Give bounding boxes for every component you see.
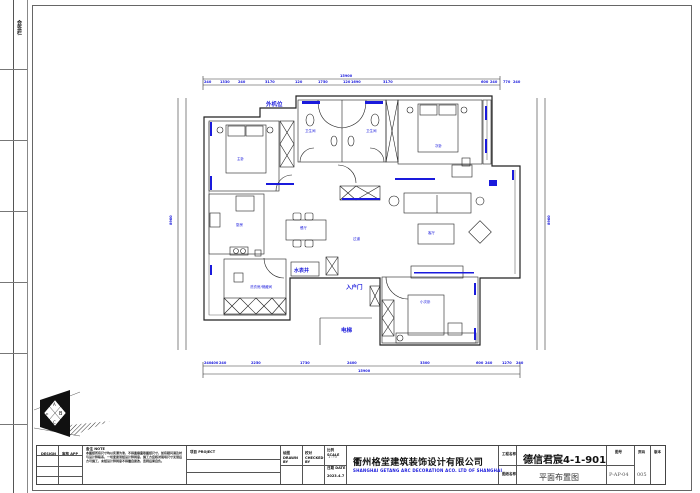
dim-overall-top: 15900 — [340, 74, 353, 78]
dining-table — [285, 212, 327, 248]
notes-text: 本图纸所有尺寸均以实测为准，不得直接量取图纸尺寸，如有疑问请及时与设计师联系，一… — [86, 451, 183, 463]
version-cell: 版本 — [654, 450, 661, 454]
top-dimension-lines — [202, 76, 501, 90]
laundry-room — [223, 257, 287, 316]
strip-rule — [0, 353, 27, 354]
svg-text:120: 120 — [343, 80, 351, 84]
label-living: 客厅 — [428, 230, 436, 235]
strip-rule — [0, 424, 27, 425]
master-bedroom — [208, 120, 295, 192]
svg-text:8900: 8900 — [169, 215, 173, 225]
svg-text:3170: 3170 — [383, 80, 393, 84]
label-small-bedroom: 小次卧 — [420, 299, 431, 304]
drawing-number: P-AP-04 — [609, 472, 629, 478]
living-room — [388, 192, 492, 279]
svg-text:1270: 1270 — [502, 361, 512, 365]
design-column: DESIGN — [37, 446, 59, 484]
svg-text:770: 770 — [503, 80, 511, 84]
label-hall: 过道 — [353, 236, 361, 241]
label-ac-position: 外机位 — [266, 100, 283, 108]
drawing-name: 平面布置图 — [539, 473, 579, 482]
scale-value: 1:70 — [328, 454, 337, 459]
svg-text:240: 240 — [516, 361, 524, 365]
small-bedroom — [369, 276, 479, 344]
strip-rule — [0, 211, 27, 212]
title-block: DESIGN 审核 APP 备注 NOTE 本图纸所有尺寸均以实测为准，不得直接… — [36, 445, 666, 485]
svg-text:120: 120 — [295, 80, 303, 84]
project-cell: 项目 PROJECT — [187, 446, 281, 484]
label-laundry: 洗衣房/储藏间 — [250, 284, 273, 289]
label-water-shaft: 水表井 — [293, 267, 309, 274]
exterior-walls — [203, 95, 521, 346]
label-second-bedroom: 次卧 — [435, 143, 443, 148]
svg-text:1690: 1690 — [351, 80, 361, 84]
label-kitchen: 厨房 — [236, 222, 243, 227]
svg-text:600: 600 — [481, 80, 489, 84]
svg-text:240: 240 — [490, 80, 498, 84]
strip-rule — [0, 140, 27, 141]
page-no-cell: 页码 005 — [635, 446, 651, 484]
company-name-en: SHANGHAI GETANG ARC DECORATION ACO. LTD … — [353, 468, 503, 473]
svg-text:240: 240 — [219, 361, 227, 365]
svg-text:2250: 2250 — [251, 361, 261, 365]
svg-text:400: 400 — [211, 361, 219, 365]
countersign-label: 会签栏 — [16, 20, 22, 35]
bathrooms — [297, 99, 399, 163]
svg-text:1330: 1330 — [220, 80, 230, 84]
svg-text:600: 600 — [476, 361, 484, 365]
company-cell: 衢州格堂建筑装饰设计有限公司 SHANGHAI GETANG ARC DECOR… — [347, 446, 503, 484]
second-bedroom — [397, 99, 492, 178]
label-entrance: 入户门 — [345, 283, 363, 291]
svg-text:1750: 1750 — [318, 80, 328, 84]
svg-text:A: A — [53, 402, 56, 407]
svg-text:2400: 2400 — [347, 361, 357, 365]
svg-text:3170: 3170 — [265, 80, 275, 84]
svg-text:240: 240 — [204, 80, 212, 84]
svg-text:1730: 1730 — [300, 361, 310, 365]
svg-text:8900: 8900 — [547, 215, 551, 225]
svg-text:D: D — [46, 412, 49, 416]
label-master-bedroom: 主卧 — [237, 156, 244, 161]
label-bathroom-1: 卫生间 — [305, 128, 316, 133]
label-elevator: 电梯 — [341, 326, 353, 334]
notes-cell: 备注 NOTE 本图纸所有尺寸均以实测为准，不得直接量取图纸尺寸，如有疑问请及时… — [83, 446, 187, 484]
countersign-strip — [0, 0, 28, 493]
drawing-frame — [32, 5, 692, 491]
svg-text:B: B — [59, 411, 63, 417]
label-bathroom-2: 卫生间 — [366, 128, 377, 133]
svg-text:3300: 3300 — [420, 361, 430, 365]
strip-rule — [0, 69, 27, 70]
project-name: 德信君宸4-1-901 — [523, 455, 607, 466]
label-dining: 餐厅 — [300, 225, 308, 230]
svg-text:240: 240 — [513, 80, 521, 84]
compass-logo: A B C D — [33, 390, 110, 437]
svg-text:15900: 15900 — [358, 369, 371, 373]
company-name-cn: 衢州格堂建筑装饰设计有限公司 — [353, 458, 484, 468]
svg-text:240: 240 — [485, 361, 493, 365]
countersign-divider — [13, 0, 14, 493]
strip-rule — [0, 282, 27, 283]
kitchen — [208, 193, 265, 257]
svg-text:240: 240 — [204, 361, 212, 365]
approve-column: 审核 APP — [59, 446, 83, 484]
date-value: 2023.4.7 — [327, 474, 345, 478]
page-number: 005 — [637, 472, 647, 478]
svg-text:C: C — [53, 420, 56, 425]
svg-text:240: 240 — [238, 80, 246, 84]
